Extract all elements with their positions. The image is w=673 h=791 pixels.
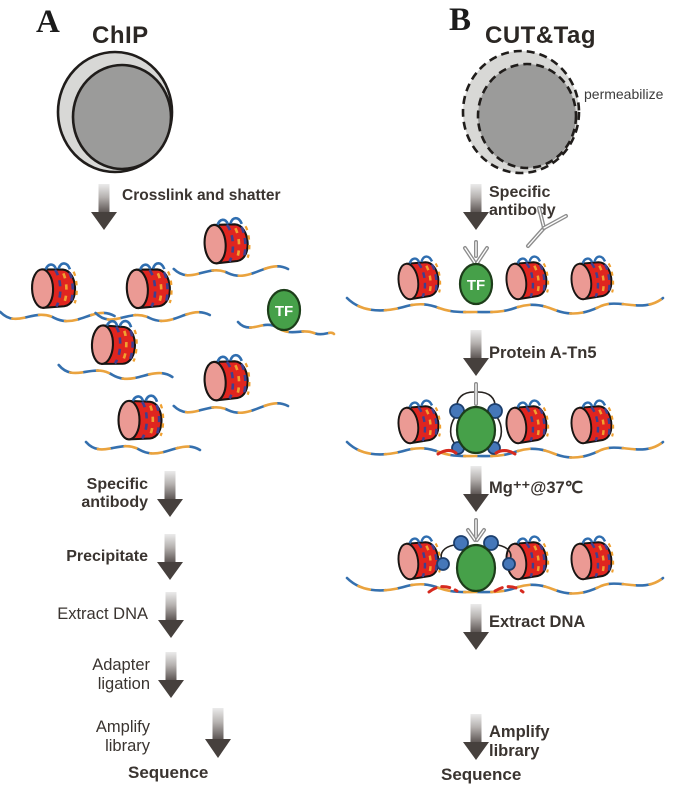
tf-ellipse: [455, 405, 497, 455]
arrow-precipitate: [157, 534, 183, 580]
label-precipitate: Precipitate: [66, 548, 148, 565]
tf-label: TF: [275, 303, 293, 320]
arrow-amplify-library-b: [463, 714, 489, 760]
arrow-amplify-library-a: [205, 708, 231, 758]
nucleosome: [84, 386, 202, 480]
nucleosome: [567, 534, 617, 582]
arrow-crosslink: [91, 184, 117, 230]
label-crosslink: Crosslink and shatter: [122, 187, 281, 204]
label-permeabilize: permeabilize: [584, 86, 664, 102]
label-specific-antibody-a: Specific antibody: [81, 476, 148, 512]
chip-cell: [52, 46, 180, 180]
arrow-specific-antibody-b: [463, 184, 489, 230]
label-sequence-a: Sequence: [128, 763, 209, 782]
arrow-protein-a-tn5: [463, 330, 489, 376]
label-protein-a-tn5: Protein A-Tn5: [489, 344, 597, 362]
tf-label: TF: [467, 277, 485, 294]
tf-protein-free: TF: [236, 282, 336, 344]
label-amplify-library-a: Amplify library: [95, 718, 150, 755]
antibody-icon: [518, 204, 574, 250]
tf-ellipse: [266, 288, 302, 332]
cell-nucleus-dashed: [476, 62, 578, 170]
tn5-complex-released: [436, 518, 516, 571]
label-mg-37: Mg⁺⁺@37℃: [489, 479, 584, 497]
tn5-complex: [449, 382, 503, 455]
arrow-adapter-ligation: [158, 652, 184, 698]
bound-antibody-icon: [463, 240, 489, 265]
label-extract-dna-b: Extract DNA: [489, 613, 586, 631]
nucleosome: [394, 398, 444, 446]
nucleosome: [394, 534, 444, 582]
chromatin-row-tagmented: [345, 518, 665, 610]
chromatin-row-tn5: [345, 382, 665, 474]
arrow-extract-dna-b: [463, 604, 489, 650]
panel-a-label: A: [36, 4, 60, 40]
label-amplify-library-b: Amplify library: [489, 723, 550, 760]
panel-b-title: CUT&Tag: [485, 22, 597, 49]
cell-nucleus: [71, 63, 173, 171]
panel-a-title: ChIP: [92, 22, 149, 49]
chromatin-row-antibody: TF: [345, 240, 665, 325]
tf-ellipse: [455, 543, 497, 593]
label-sequence-b: Sequence: [441, 765, 522, 784]
arrow-mg-37: [463, 466, 489, 512]
arrow-specific-antibody-a: [157, 471, 183, 517]
tf-ellipse: [458, 262, 494, 306]
arrow-extract-dna-a: [158, 592, 184, 638]
label-adapter-ligation: Adapter ligation: [92, 656, 150, 693]
nucleosome: [394, 254, 444, 302]
nucleosome: [567, 254, 617, 302]
label-extract-dna-a: Extract DNA: [57, 605, 148, 623]
panel-b-label: B: [449, 2, 472, 38]
cuttag-cell: [457, 46, 589, 180]
nucleosome: [567, 398, 617, 446]
nucleosome: [502, 254, 552, 302]
nucleosome: [502, 398, 552, 446]
